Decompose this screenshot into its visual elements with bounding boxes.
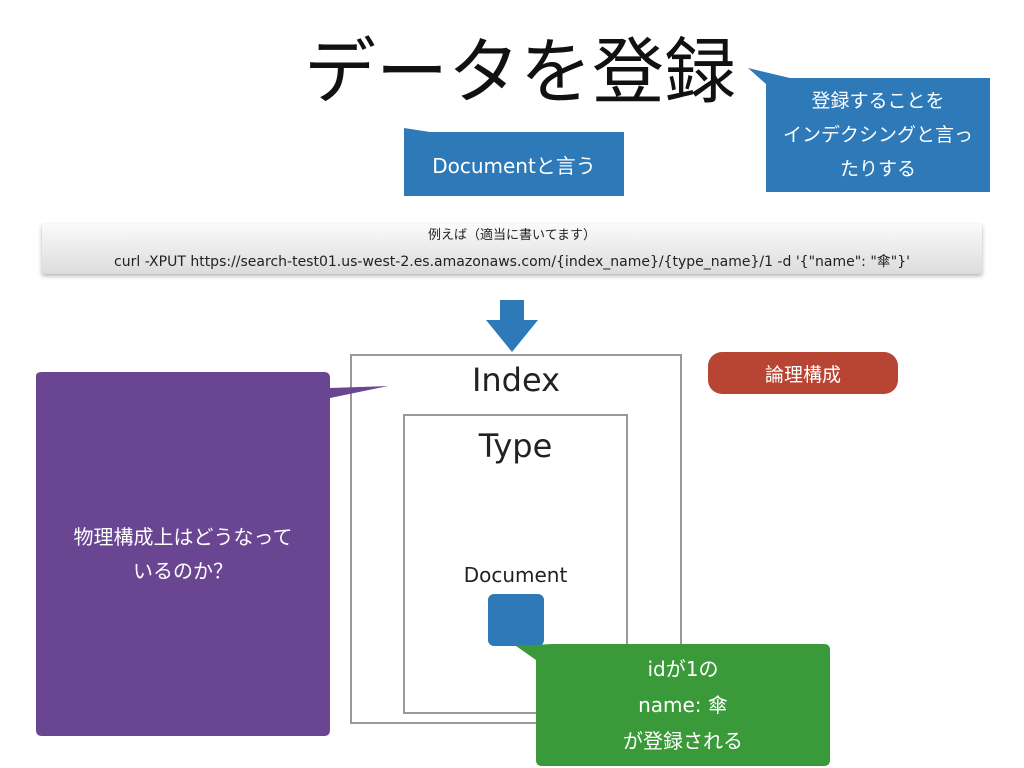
down-arrow-icon (486, 300, 538, 352)
document-callout-shape (404, 128, 624, 196)
index-label: Index (471, 361, 561, 399)
type-label: Type (478, 427, 553, 465)
document-square (488, 594, 544, 646)
indexing-callout-shape (748, 68, 990, 192)
physical-callout-text: 物理構成上はどうなって いるのか？ (73, 525, 293, 583)
document-label: Document (463, 563, 568, 587)
document-callout-text: Documentと言う (432, 153, 596, 178)
command-line: curl -XPUT https://search-test01.us-west… (114, 254, 910, 270)
indexing-callout-text: 登録することを インデクシングと言っ たりする (782, 90, 973, 180)
logic-badge-shape (708, 352, 898, 394)
result-callout-shape (516, 644, 830, 766)
command-caption: 例えば（適当に書いてます） (428, 228, 596, 243)
command-bar (42, 224, 982, 274)
logic-badge-text: 論理構成 (764, 363, 841, 386)
result-callout-text: idが1の name: 傘 が登録される (623, 657, 743, 753)
slide-title: データを登録 (303, 30, 736, 114)
physical-callout-shape (36, 372, 388, 736)
